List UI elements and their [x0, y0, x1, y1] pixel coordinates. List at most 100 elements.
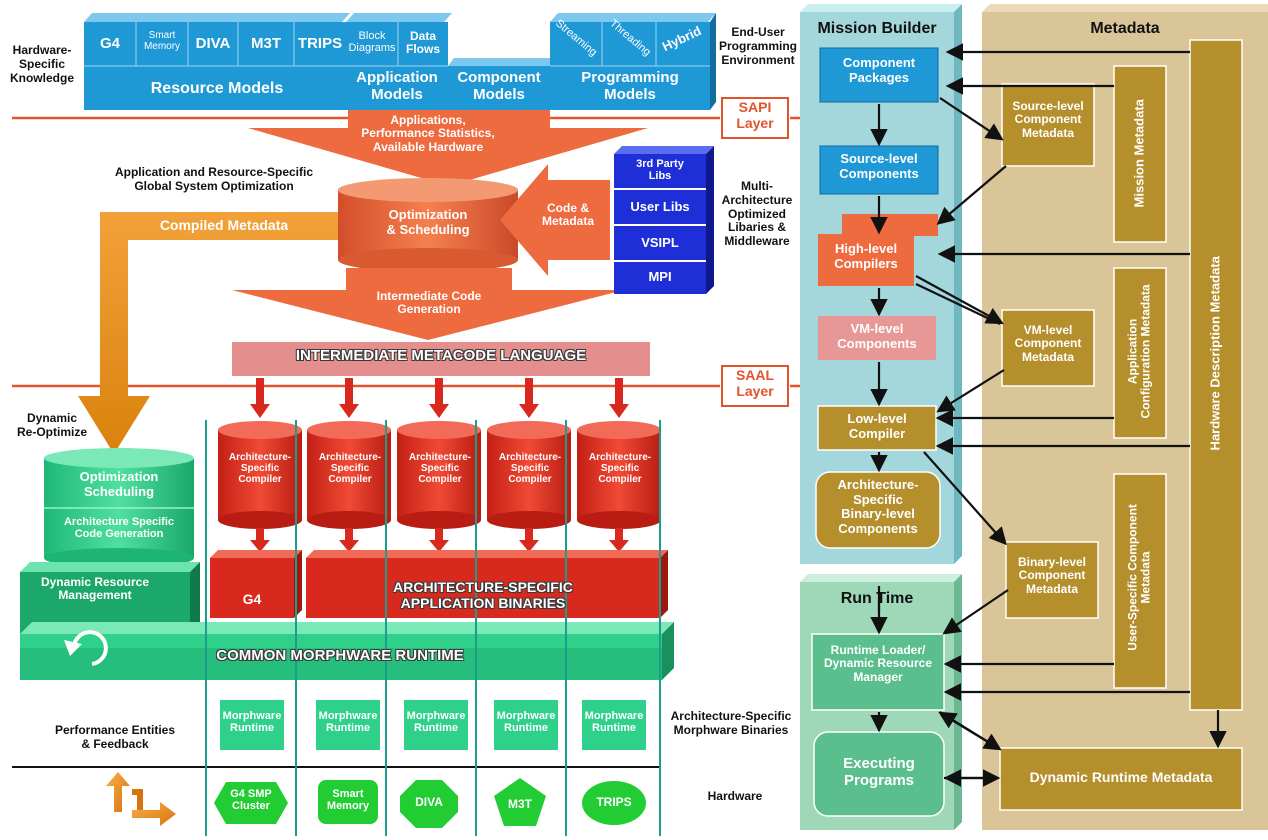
hardware-desc-meta-box: [1189, 39, 1243, 711]
hardware-desc-meta-label: Hardware Description Metadata: [1207, 256, 1223, 451]
lib-vsipl: VSIPL: [641, 235, 679, 250]
mission-builder-title: Mission Builder: [817, 20, 937, 37]
source-level-meta-label: Source-level Component Metadata: [1012, 99, 1084, 140]
multi-arch-libs-label: Multi- Architecture Optimized Libaries &…: [721, 179, 793, 249]
sapi-layer-label: SAPI Layer: [736, 99, 774, 131]
arch-binaries-block: [306, 550, 668, 618]
end-user-env-label: End-User Programming Environment: [718, 25, 797, 67]
component-models-label: Component Models: [457, 69, 541, 103]
vm-level-meta-label: VM-level Component Metadata: [1014, 323, 1082, 364]
saal-layer-label: SAAL Layer: [735, 367, 775, 399]
application-models-block: [346, 13, 452, 110]
hw-trips: TRIPS: [596, 795, 632, 809]
source-level-meta-box: [1001, 83, 1095, 167]
user-specific-meta-box: [1113, 473, 1167, 689]
runtime-loader-label: Runtime Loader/ Dynamic Resource Manager: [823, 643, 933, 684]
compiler-cylinders: [218, 421, 661, 552]
am-block-diagrams: Block Diagrams: [348, 30, 396, 55]
am-data-flows: Data Flows: [405, 29, 440, 57]
intermediate-code-arrow: [232, 268, 624, 340]
executing-programs-label: Executing Programs: [843, 755, 915, 789]
app-config-meta-box: [1113, 267, 1167, 439]
app-config-meta-label: Application Configuration Metadata: [1125, 284, 1153, 419]
lib-user: User Libs: [630, 199, 690, 214]
morphware-runtime-4: Morphware Runtime: [496, 710, 556, 735]
arch-binary-components-label: Architecture- Specific Binary-level Comp…: [837, 477, 919, 536]
low-level-compiler-box: [817, 405, 937, 451]
saal-box: [721, 365, 789, 407]
component-packages-label: Component Packages: [842, 55, 916, 85]
binary-level-meta-box: [1005, 541, 1099, 619]
binary-level-meta-label: Binary-level Component Metadata: [1017, 555, 1087, 596]
programming-models-block: [550, 13, 716, 110]
mission-meta-label: Mission Metadata: [1131, 99, 1147, 208]
compiler-label-4: Architecture- Specific Compiler: [498, 452, 562, 486]
mission-meta-box: [1113, 65, 1167, 243]
hw-m3t: M3T: [508, 797, 532, 811]
compiler-cylinder-5: [577, 421, 661, 552]
resource-models-label: Resource Models: [150, 80, 284, 97]
hw-g4-smp: G4 SMP Cluster: [230, 788, 272, 813]
common-runtime-slab: [20, 622, 674, 680]
hardware-knowledge-label: Hardware- Specific Knowledge: [9, 43, 74, 85]
compiled-metadata-arrow: [78, 212, 352, 454]
low-level-compiler-label: Low-level Compiler: [847, 411, 907, 441]
sapi-box: [721, 97, 789, 139]
rm-m3t: M3T: [251, 35, 281, 52]
intermediate-code-label: Intermediate Code Generation: [376, 289, 482, 317]
dynamic-cylinder: [44, 448, 194, 568]
rm-g4: G4: [99, 35, 120, 52]
source-level-box: [819, 145, 939, 195]
vm-level-box: [818, 316, 936, 360]
refresh-icon: [64, 630, 108, 666]
morphware-runtime-5: Morphware Runtime: [584, 710, 644, 735]
high-level-compilers-box: [818, 234, 914, 286]
performance-entities-label: Performance Entities & Feedback: [54, 723, 176, 751]
morphware-runtime-1: Morphware Runtime: [222, 710, 282, 735]
dynamic-runtime-meta-label: Dynamic Runtime Metadata: [1029, 769, 1213, 785]
compiler-label-5: Architecture- Specific Compiler: [588, 452, 652, 486]
user-specific-meta-label: User-Specific Component Metadata: [1125, 504, 1153, 651]
optimization-cylinder: [338, 178, 518, 272]
arch-morph-binaries-label: Architecture-Specific Morphware Binaries: [670, 709, 792, 737]
compiler-cylinder-3: [397, 421, 481, 552]
component-models-block: [448, 58, 556, 110]
lib-3rd-party: 3rd Party Libs: [636, 158, 684, 183]
compiler-cylinder-2: [307, 421, 391, 552]
programming-models-label: Programming Models: [581, 69, 679, 103]
dynamic-reoptimize-label: Dynamic Re-Optimize: [16, 411, 87, 439]
iml-bar: [232, 342, 650, 376]
rm-diva: DIVA: [195, 35, 231, 52]
compiler-label-1: Architecture- Specific Compiler: [228, 452, 292, 486]
compiled-metadata-label: Compiled Metadata: [159, 217, 289, 233]
common-runtime-label: COMMON MORPHWARE RUNTIME: [216, 647, 464, 664]
dyn-cylinder-top-label: Optimization Scheduling: [79, 469, 159, 499]
vm-level-label: VM-level Components: [837, 321, 917, 351]
rm-trips: TRIPS: [297, 35, 343, 52]
hw-diva: DIVA: [415, 795, 443, 809]
global-optimization-label: Application and Resource-Specific Global…: [114, 165, 314, 193]
morphware-runtime-2: Morphware Runtime: [318, 710, 378, 735]
rm-smart-memory: Smart Memory: [143, 30, 181, 53]
dyn-cylinder-bottom-label: Architecture Specific Code Generation: [63, 516, 175, 541]
optimization-scheduling-label: Optimization & Scheduling: [386, 207, 470, 237]
vm-level-meta-box: [1001, 309, 1095, 387]
morphware-runtime-boxes: [220, 700, 646, 750]
code-metadata-label: Code & Metadata: [541, 201, 594, 229]
compiler-label-2: Architecture- Specific Compiler: [318, 452, 382, 486]
connector-arrows: [870, 43, 1227, 787]
high-level-compilers-label: High-level Compilers: [834, 241, 898, 271]
hardware-shapes: [214, 778, 646, 828]
component-packages-box: [819, 47, 939, 103]
lane-lines: [205, 420, 661, 836]
source-level-label: Source-level Components: [839, 151, 919, 181]
iml-label: INTERMEDIATE METACODE LANGUAGE: [295, 347, 587, 364]
dynamic-resource-label: Dynamic Resource Management: [40, 575, 150, 603]
application-models-label: Application Models: [356, 69, 438, 103]
compiler-cylinder-1: [218, 421, 302, 552]
arch-binaries-label: ARCHITECTURE-SPECIFIC APPLICATION BINARI…: [393, 579, 573, 611]
hardware-label: Hardware: [707, 789, 763, 803]
lib-mpi: MPI: [648, 269, 672, 284]
g4-binaries-block: [210, 550, 302, 618]
